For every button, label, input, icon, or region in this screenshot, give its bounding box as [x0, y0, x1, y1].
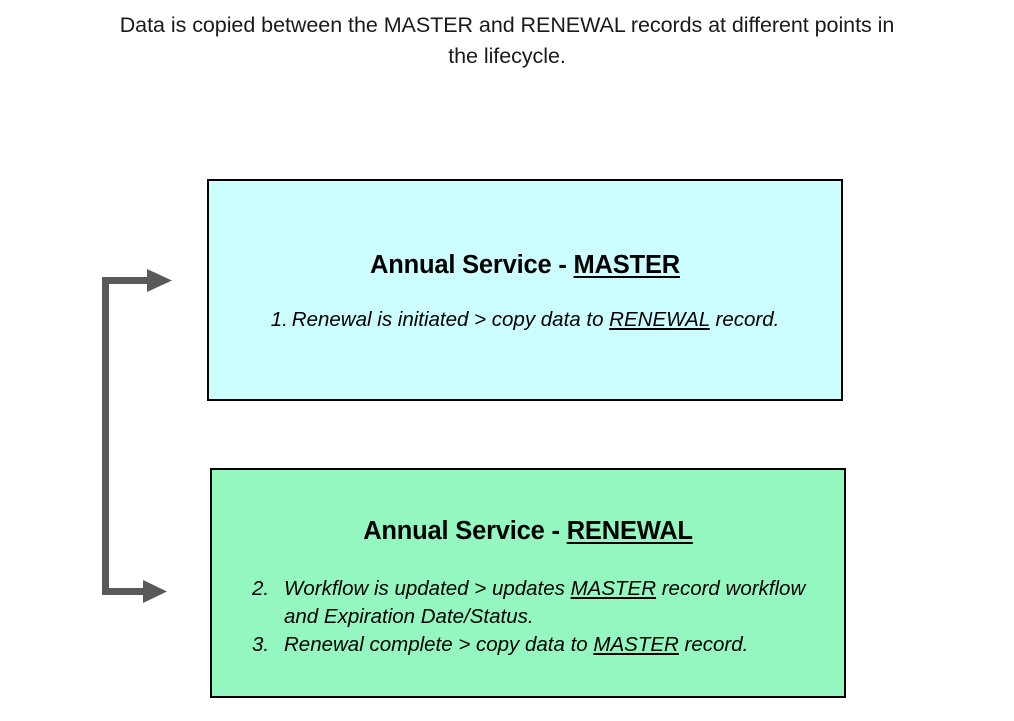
- renewal-step-list: 2. Workflow is updated > updates MASTER r…: [252, 575, 822, 660]
- step-number: 2.: [252, 577, 270, 600]
- master-heading-prefix: Annual Service -: [370, 251, 574, 279]
- step-text-after: record workflow and Expiration Date/Stat…: [284, 577, 806, 628]
- double-arrow-connector: [94, 266, 180, 606]
- renewal-box-heading: Annual Service - RENEWAL: [212, 517, 844, 546]
- step-emphasis: MASTER: [593, 633, 679, 656]
- master-heading-emphasis: MASTER: [573, 251, 681, 279]
- step-emphasis: RENEWAL: [609, 308, 710, 331]
- step-text-before: Renewal complete > copy data to: [284, 633, 594, 656]
- list-item: 2. Workflow is updated > updates MASTER r…: [252, 575, 822, 630]
- renewal-record-box: Annual Service - RENEWAL 2. Workflow is u…: [210, 468, 846, 698]
- renewal-heading-emphasis: RENEWAL: [566, 517, 693, 545]
- list-item: 3. Renewal complete > copy data to MASTER…: [252, 631, 822, 659]
- arrowhead-up-right-icon: [147, 269, 172, 292]
- step-text-after: record.: [709, 308, 780, 331]
- step-emphasis: MASTER: [570, 577, 657, 600]
- connector-bottom-arm: [102, 588, 146, 595]
- master-record-box: Annual Service - MASTER 1.Renewal is ini…: [207, 179, 843, 401]
- page-title: Data is copied between the MASTER and RE…: [119, 13, 895, 68]
- renewal-heading-prefix: Annual Service -: [363, 517, 567, 545]
- master-box-heading: Annual Service - MASTER: [209, 251, 841, 280]
- master-step-list: 1.Renewal is initiated > copy data to RE…: [209, 307, 841, 333]
- step-text-before: Renewal is initiated > copy data to: [291, 308, 610, 331]
- connector-spine: [102, 277, 109, 595]
- step-text-after: record.: [678, 633, 749, 656]
- list-item: 1.Renewal is initiated > copy data to RE…: [209, 307, 841, 333]
- step-text-before: Workflow is updated > updates: [284, 577, 571, 600]
- arrowhead-down-right-icon: [143, 580, 167, 603]
- step-number: 1.: [270, 308, 288, 331]
- step-number: 3.: [252, 633, 270, 656]
- connector-top-arm: [102, 277, 150, 284]
